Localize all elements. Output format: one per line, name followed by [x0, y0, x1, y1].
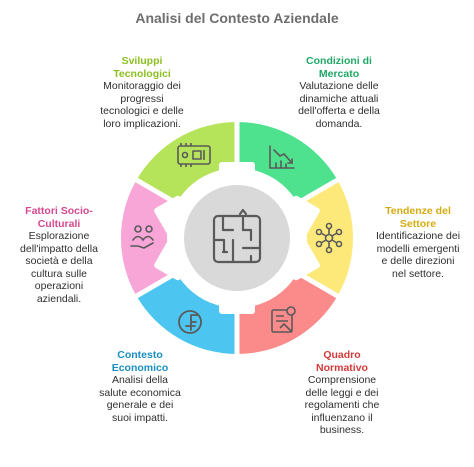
condizioni-body: Valutazione delle dinamiche attuali dell…	[298, 80, 380, 130]
block-tendenze: Tendenze del Settore Identificazione dei…	[364, 205, 472, 280]
diagram-title: Analisi del Contesto Aziendale	[135, 10, 339, 26]
quadro-body: Comprensione delle leggi e dei regolamen…	[304, 374, 380, 436]
maze-icon	[212, 208, 262, 264]
trend-chart-icon	[269, 145, 295, 169]
segment-condizioni	[237, 121, 338, 205]
sviluppi-body: Monitoraggio dei progressi tecnologici e…	[100, 80, 184, 130]
block-condizioni: Condizioni di Mercato Valutazione delle …	[282, 55, 396, 130]
condizioni-heading: Condizioni di Mercato	[306, 55, 372, 80]
franc-currency-icon	[178, 310, 202, 334]
tendenze-body: Identificazione dei modelli emergenti e …	[375, 230, 461, 280]
quadro-heading: Quadro Normativo	[316, 349, 368, 374]
people-care-icon	[130, 225, 154, 249]
contesto-body: Analisi della salute economica generale …	[99, 374, 181, 424]
fattori-heading: Fattori Socio- Culturali	[25, 205, 93, 230]
center-circle	[184, 185, 290, 291]
sviluppi-heading: Sviluppi Tecnologici	[113, 55, 171, 80]
legal-document-icon	[271, 306, 296, 333]
fattori-body: Esplorazione dell'impatto della società …	[20, 230, 98, 305]
block-contesto: Contesto Economico Analisi della salute …	[88, 349, 192, 424]
ring-notches	[154, 162, 320, 314]
circuit-board-icon	[177, 143, 211, 167]
block-quadro: Quadro Normativo Comprensione delle legg…	[286, 349, 398, 437]
segment-contesto	[136, 271, 237, 354]
block-fattori: Fattori Socio- Culturali Esplorazione de…	[4, 205, 114, 305]
network-icon	[315, 222, 343, 254]
block-sviluppi: Sviluppi Tecnologici Monitoraggio dei pr…	[82, 55, 202, 130]
tendenze-heading: Tendenze del Settore	[385, 205, 451, 230]
contesto-heading: Contesto Economico	[111, 349, 169, 374]
